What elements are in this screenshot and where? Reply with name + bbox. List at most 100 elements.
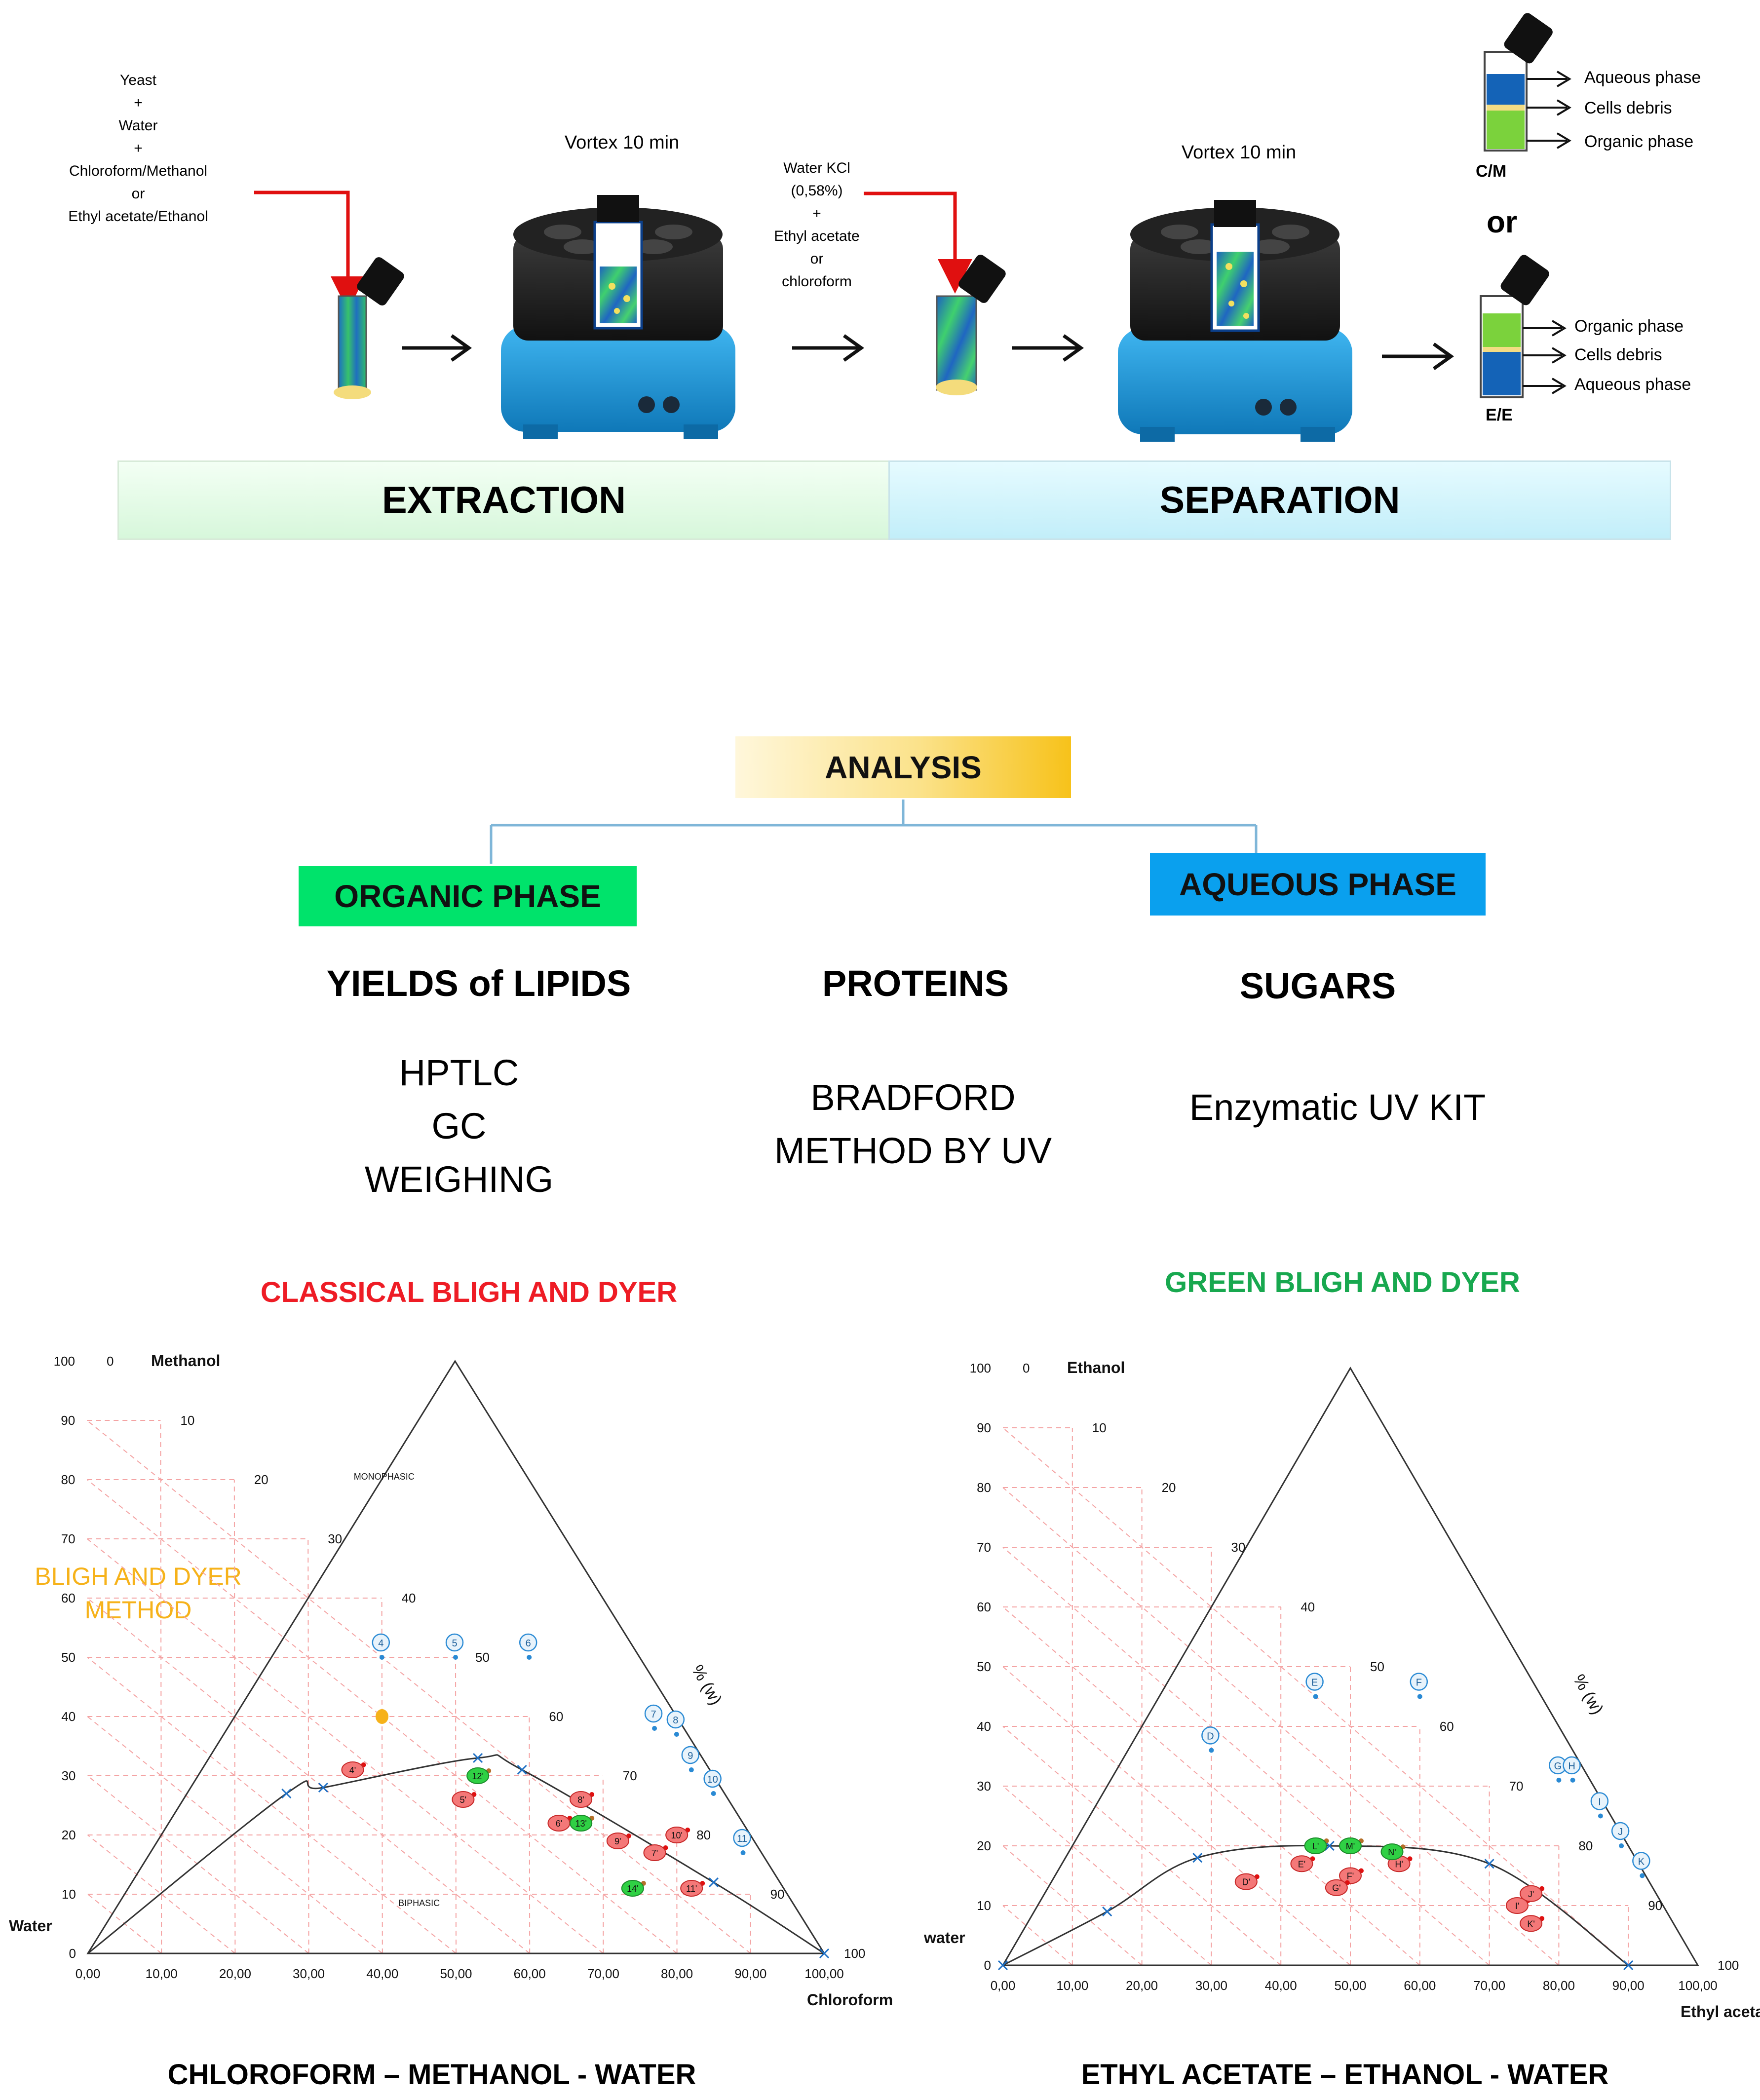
left-tick-label: 70 [61, 1531, 76, 1546]
data-point-label: K' [1527, 1919, 1534, 1929]
top-component-label: Ethanol [1067, 1359, 1125, 1376]
right-tick-label: 30 [328, 1531, 342, 1546]
data-point [1209, 1748, 1214, 1753]
bottom-tick-label: 0,00 [76, 1966, 101, 1981]
data-point [740, 1850, 746, 1855]
cm-phase-label: Organic phase [1584, 132, 1694, 151]
data-point-marker [372, 1633, 390, 1652]
data-point [1313, 1694, 1318, 1699]
analysis-connector [490, 800, 1258, 864]
proteins-methods: BRADFORD METHOD BY UV [716, 1071, 1110, 1178]
region-label: BIPHASIC [398, 1898, 440, 1908]
data-point-marker [606, 1833, 629, 1849]
arrow-right-icon [402, 334, 472, 362]
binodal-marker [318, 1782, 328, 1793]
data-point [1640, 1873, 1645, 1878]
or-label: or [1487, 205, 1517, 239]
data-point [1598, 1813, 1603, 1819]
data-point-marker [1505, 1897, 1529, 1914]
test-tube-icon [334, 257, 404, 399]
data-point [1619, 1843, 1624, 1848]
data-point-marker [1590, 1792, 1609, 1810]
data-point-marker [1290, 1855, 1313, 1872]
binodal-marker [1192, 1853, 1203, 1863]
bottom-tick-label: 30,00 [293, 1966, 325, 1981]
lipids-methods: HPTLC GC WEIGHING [311, 1046, 607, 1206]
bottom-tick-label: 20,00 [1126, 1978, 1158, 1993]
right-tick-label: 60 [1440, 1719, 1454, 1734]
bottom-tick-label: 20,00 [219, 1966, 251, 1981]
grid-line [87, 1716, 383, 1954]
vortex-mixer-icon [501, 195, 735, 439]
bottom-tick-label: 70,00 [587, 1966, 619, 1981]
data-point [527, 1655, 532, 1660]
grid-line [87, 1657, 457, 1954]
binodal-marker [1102, 1907, 1112, 1917]
data-point-label: 8' [577, 1795, 584, 1805]
right-tick-label: 0 [107, 1354, 114, 1369]
left-tick-label: 60 [61, 1591, 76, 1605]
ee-tube-icon [1480, 255, 1567, 398]
bottom-tick-label: 60,00 [1404, 1978, 1436, 1993]
data-point-marker [681, 1746, 700, 1764]
top-component-label: Methanol [151, 1352, 220, 1370]
method-item: METHOD BY UV [774, 1130, 1052, 1171]
grid-line [529, 1716, 531, 1954]
data-point-label: 7' [651, 1848, 658, 1858]
right-tick-label: 90 [1648, 1898, 1662, 1913]
data-point-label: E' [1298, 1859, 1305, 1869]
data-point [1570, 1777, 1575, 1783]
right-tick-label: 0 [1023, 1361, 1030, 1375]
left-component-label: water [923, 1929, 965, 1947]
bottom-tick-label: 100,00 [804, 1966, 844, 1981]
data-point-marker [703, 1769, 722, 1788]
data-point-label: D' [1242, 1877, 1250, 1887]
lipids-heading: YIELDS of LIPIDS [326, 963, 631, 1004]
triangle-outline [1001, 1367, 1699, 1966]
left-tick-label: 30 [61, 1768, 76, 1783]
grid-line [86, 1479, 678, 1954]
binodal-marker [281, 1788, 292, 1799]
region-label: MONOPHASIC [354, 1472, 415, 1482]
grid-line [86, 1538, 604, 1954]
ee-phase-label: Cells debris [1574, 345, 1662, 364]
method-item: WEIGHING [364, 1159, 554, 1200]
binodal-marker [1623, 1960, 1634, 1971]
data-point [1417, 1694, 1422, 1699]
data-point-label: N' [1388, 1847, 1396, 1857]
grid-line [1002, 1905, 1073, 1966]
left-component-label: Water [9, 1917, 52, 1935]
left-tick-label: 70 [977, 1540, 991, 1555]
method-item: Enzymatic UV KIT [1189, 1087, 1486, 1128]
grid-line [233, 1479, 236, 1954]
cm-phase-label: Cells debris [1584, 99, 1672, 117]
bottom-tick-label: 50,00 [1334, 1978, 1366, 1993]
data-point-marker [644, 1704, 663, 1723]
data-point-marker [1234, 1873, 1258, 1890]
data-point-marker [1304, 1837, 1327, 1854]
right-tick-label: 90 [770, 1887, 785, 1902]
data-point-marker [519, 1633, 537, 1652]
data-point-marker [1520, 1885, 1543, 1902]
right-tick-label: 70 [1509, 1779, 1524, 1794]
data-point-label: F' [1347, 1871, 1354, 1881]
data-point [453, 1655, 458, 1660]
data-point-label: H' [1395, 1859, 1403, 1869]
data-point [379, 1655, 384, 1660]
data-point-label: K [1638, 1857, 1645, 1868]
bottom-tick-label: 40,00 [366, 1966, 398, 1981]
data-point-label: M' [1346, 1841, 1355, 1851]
data-point-marker [666, 1710, 685, 1729]
grid-line [1002, 1726, 1281, 1966]
data-point-label: F [1416, 1678, 1422, 1688]
data-point [689, 1767, 694, 1772]
additive-line: chloroform [782, 273, 852, 290]
bottom-tick-label: 0,00 [991, 1978, 1016, 1993]
bottom-tick-label: 100,00 [1678, 1978, 1718, 1993]
ingredient-line: + [134, 95, 143, 111]
grid-line [87, 1834, 236, 1954]
bottom-tick-label: 60,00 [514, 1966, 546, 1981]
arrow-right-icon [1382, 343, 1454, 370]
data-point-label: 4 [378, 1638, 383, 1649]
grid-line [160, 1420, 162, 1954]
